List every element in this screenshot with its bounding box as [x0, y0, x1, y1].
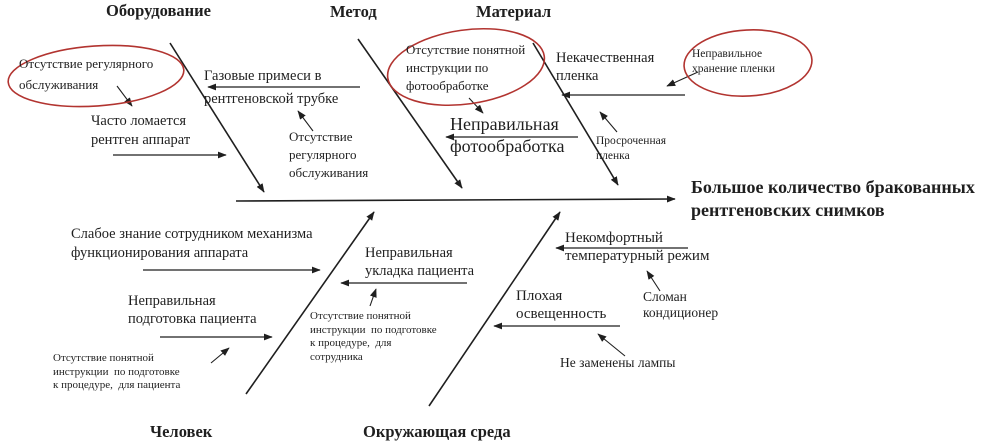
bone-person	[245, 211, 375, 395]
cause-poor-quality-film: Некачественная пленка	[556, 50, 655, 84]
category-material: Материал	[476, 2, 552, 21]
category-equipment: Оборудование	[106, 1, 211, 20]
bone-method	[357, 38, 463, 189]
cause-improper-film-storage-circled: Неправильное хранение пленки	[692, 48, 776, 75]
bone-material	[532, 42, 619, 186]
subcause-no-instruction-for-patient: Отсутствие понятной инструкции по подгот…	[53, 352, 181, 391]
arrow-lamps	[597, 333, 626, 357]
subcause-broken-air-conditioner: Сломан кондиционер	[643, 289, 719, 320]
subcause-no-regular-maintenance: Отсутствие регулярного обслуживания	[289, 129, 369, 180]
cause-no-regular-maintenance-circled: Отсутствие регулярного обслуживания	[19, 56, 154, 92]
highlight-ellipse-instruction	[386, 27, 546, 107]
subcause-lamps-not-replaced: Не заменены лампы	[560, 355, 676, 370]
cause-wrong-photoprocessing: Неправильная фотообработка	[450, 114, 565, 156]
subcause-expired-film: Просроченная пленка	[596, 135, 666, 162]
arrow-prep-instruction	[210, 347, 230, 364]
category-method: Метод	[330, 2, 377, 21]
highlight-ellipse-maintenance	[7, 44, 185, 108]
cause-xray-machine-breaks: Часто ломается рентген аппарат	[91, 113, 191, 148]
cause-poor-lighting: Плохая освещенность	[516, 288, 607, 322]
main-spine	[235, 195, 676, 203]
arrow-circled-maintenance	[116, 85, 133, 107]
arrow-air-conditioner	[646, 270, 661, 292]
bone-environment	[428, 211, 561, 407]
cause-wrong-patient-positioning: Неправильная укладка пациента	[365, 245, 475, 279]
arrow-expired-film	[599, 111, 618, 133]
subcause-no-instruction-for-employee: Отсутствие понятной инструкции по подгот…	[310, 310, 437, 363]
arrow-pos-instruction	[369, 288, 377, 307]
bone-equipment	[169, 42, 265, 193]
cause-no-photoprocessing-instruction-circled: Отсутствие понятной инструкции по фотооб…	[406, 42, 526, 93]
arrow-maintenance-sub	[297, 110, 314, 132]
category-environment: Окружающая среда	[363, 422, 511, 441]
highlight-ellipse-storage	[683, 29, 813, 97]
cause-wrong-patient-preparation: Неправильная подготовка пациента	[128, 293, 257, 327]
arrow-circled-storage	[666, 71, 699, 87]
cause-gas-impurities: Газовые примеси в рентгеновской трубке	[204, 68, 339, 107]
effect-label: Большое количество бракованных рентгенов…	[691, 177, 975, 220]
cause-uncomfortable-temperature: Некомфортный температурный режим	[565, 230, 710, 264]
cause-weak-staff-knowledge: Слабое знание сотрудником механизма функ…	[71, 226, 313, 261]
category-person: Человек	[150, 422, 213, 441]
arrow-circled-instruction	[468, 97, 484, 114]
